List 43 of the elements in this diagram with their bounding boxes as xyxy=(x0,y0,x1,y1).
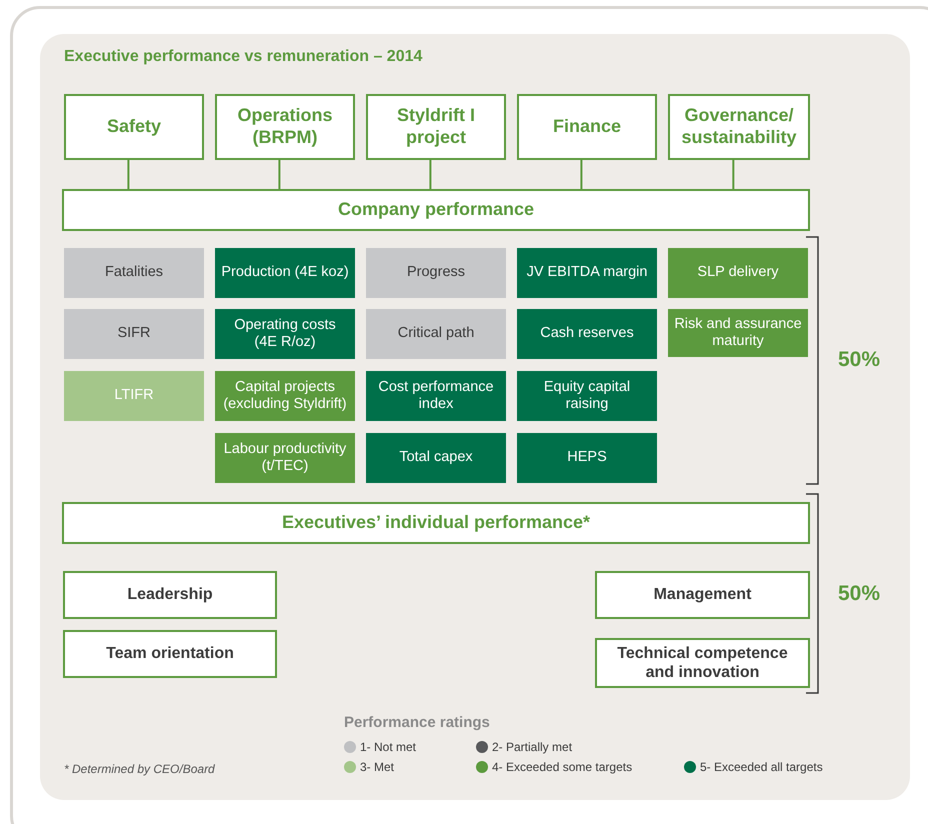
category-box: Governance/ sustainability xyxy=(668,94,810,160)
footnote: * Determined by CEO/Board xyxy=(64,762,215,776)
connector-line xyxy=(580,160,582,189)
legend-label: 3- Met xyxy=(360,760,394,774)
rating-tile: Progress xyxy=(366,248,506,298)
rating-tile: Labour productivity (t/TEC) xyxy=(215,433,355,483)
rating-tile: Cost performance index xyxy=(366,371,506,421)
category-box: Safety xyxy=(64,94,204,160)
rating-tile: Operating costs (4E R/oz) xyxy=(215,309,355,359)
category-box: Finance xyxy=(517,94,657,160)
rating-tile: Cash reserves xyxy=(517,309,657,359)
legend-label: 5- Exceeded all targets xyxy=(700,760,823,774)
rating-tile: SLP delivery xyxy=(668,248,808,298)
connector-line xyxy=(127,160,130,189)
legend-label: 1- Not met xyxy=(360,740,416,754)
rating-tile: Critical path xyxy=(366,309,506,359)
connector-line xyxy=(278,160,280,189)
heading-bar: Company performance xyxy=(62,189,810,231)
rating-tile: Capital projects (excluding Styldrift) xyxy=(215,371,355,421)
category-box: Operations (BRPM) xyxy=(215,94,355,160)
criterion-box: Management xyxy=(595,571,810,619)
criterion-box: Technical competence and innovation xyxy=(595,638,810,688)
rating-tile: Production (4E koz) xyxy=(215,248,355,298)
criterion-box: Team orientation xyxy=(63,630,277,678)
connector-line xyxy=(732,160,734,189)
rating-tile: Equity capital raising xyxy=(517,371,657,421)
rating-tile: Fatalities xyxy=(64,248,204,298)
diagram-title: Executive performance vs remuneration – 2014 xyxy=(64,48,422,66)
criterion-box: Leadership xyxy=(63,571,277,619)
percentage-label: 50% xyxy=(838,348,880,372)
connector-line xyxy=(429,160,432,189)
rating-tile: JV EBITDA margin xyxy=(517,248,657,298)
rating-tile: Total capex xyxy=(366,433,506,483)
category-box: Styldrift I project xyxy=(366,94,506,160)
legend-label: 2- Partially met xyxy=(492,740,572,754)
percentage-label: 50% xyxy=(838,582,880,606)
legend-title: Performance ratings xyxy=(344,714,490,731)
rating-tile: Risk and assurance maturity xyxy=(668,309,808,357)
heading-bar: Executives’ individual performance* xyxy=(62,502,810,544)
rating-tile: HEPS xyxy=(517,433,657,483)
rating-tile: LTIFR xyxy=(64,371,204,421)
rating-tile: SIFR xyxy=(64,309,204,359)
legend-label: 4- Exceeded some targets xyxy=(492,760,632,774)
